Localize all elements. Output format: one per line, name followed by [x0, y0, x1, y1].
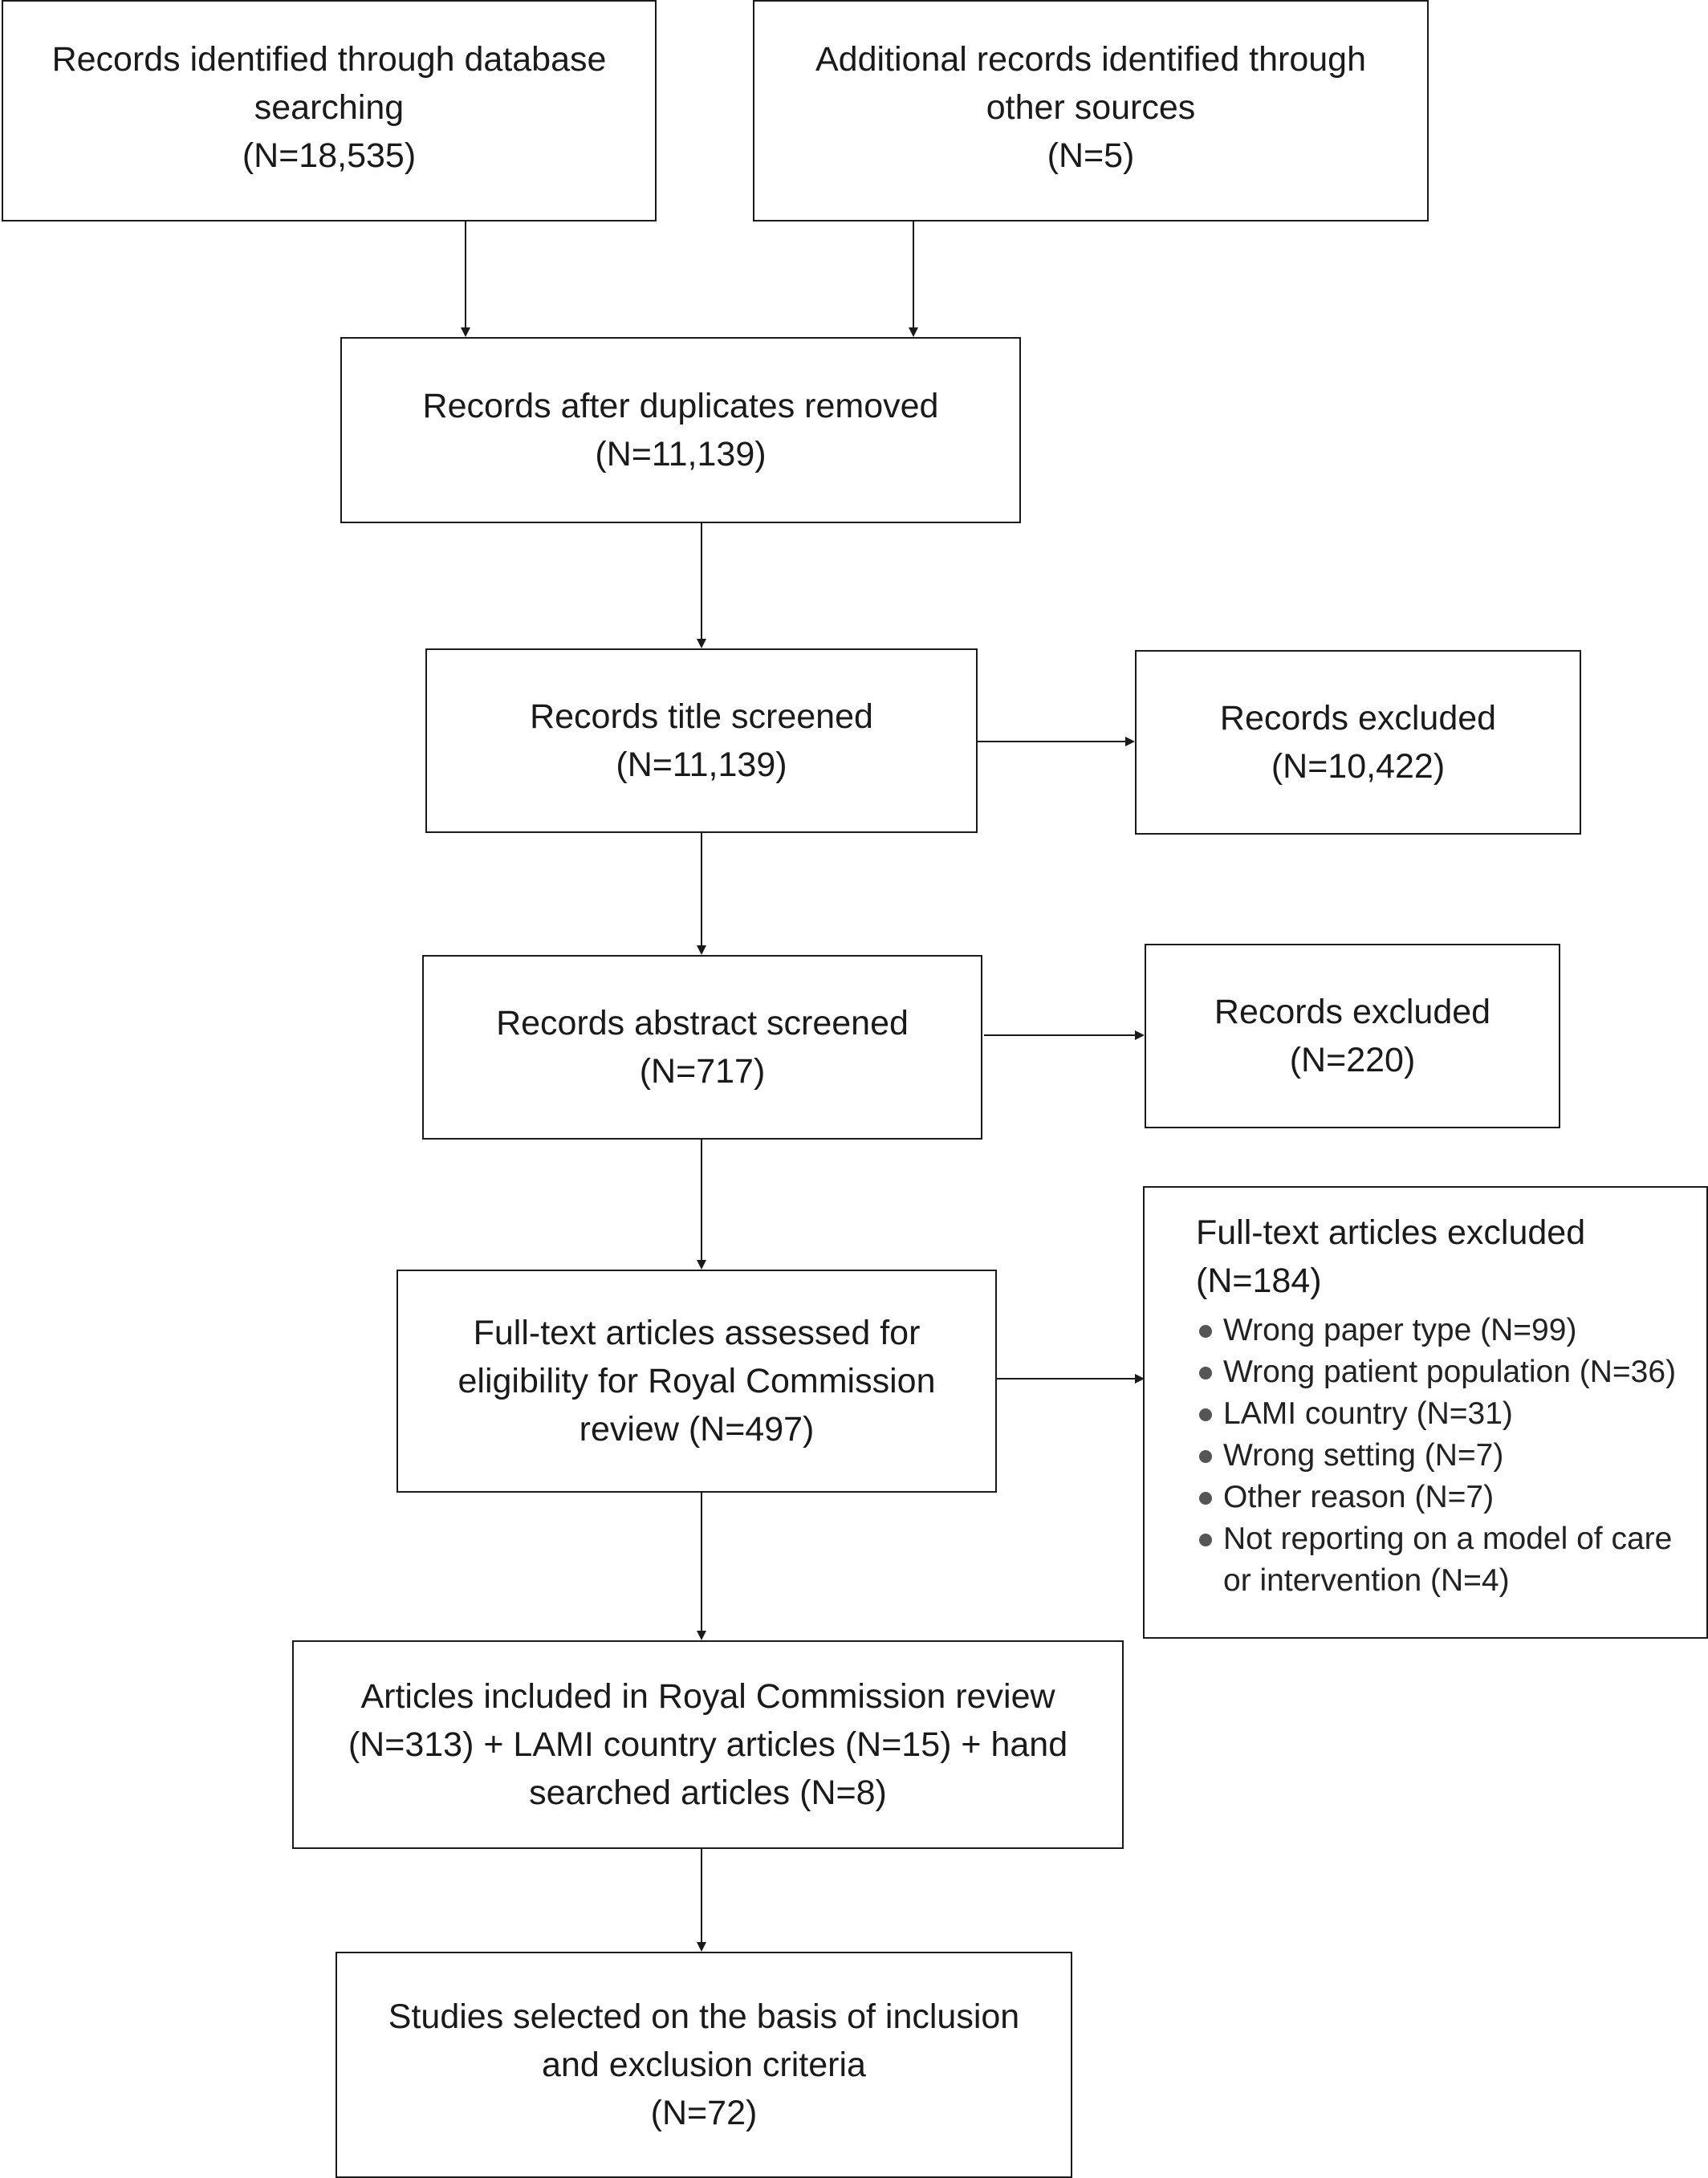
box-line: Studies selected on the basis of inclusi…	[388, 1997, 1020, 2036]
excluded-heading: Full-text articles excluded	[1196, 1213, 1586, 1252]
box-count: (N=18,535)	[242, 136, 417, 175]
bullet-icon	[1199, 1408, 1212, 1421]
box-line: Records title screened	[530, 697, 873, 736]
box-line: searched articles (N=8)	[529, 1774, 887, 1812]
reason-text: LAMI country (N=31)	[1223, 1396, 1513, 1431]
box-articles-included: Articles included in Royal Commission re…	[292, 1640, 1124, 1849]
box-line: Additional records identified through	[815, 40, 1367, 79]
box-count: (N=72)	[650, 2094, 758, 2132]
box-title-screened: Records title screened (N=11,139)	[425, 648, 978, 833]
bullet-icon	[1199, 1534, 1212, 1546]
list-item: LAMI country (N=31)	[1196, 1393, 1676, 1435]
box-line: Records after duplicates removed	[422, 387, 939, 425]
box-count: (N=11,139)	[595, 435, 767, 473]
box-count: (N=220)	[1289, 1041, 1416, 1079]
box-fulltext-assessed: Full-text articles assessed for eligibil…	[396, 1270, 997, 1493]
box-count: (N=10,422)	[1271, 747, 1446, 786]
box-abstract-screened: Records abstract screened (N=717)	[422, 955, 982, 1140]
box-count: (N=5)	[1047, 136, 1135, 175]
reason-text: Wrong paper type (N=99)	[1223, 1313, 1577, 1347]
box-line: Records abstract screened	[496, 1004, 909, 1042]
box-line: Articles included in Royal Commission re…	[360, 1677, 1055, 1716]
box-line: other sources	[986, 88, 1196, 127]
excluded-count: (N=184)	[1196, 1262, 1322, 1300]
box-line: (N=313) + LAMI country articles (N=15) +…	[348, 1725, 1068, 1764]
box-other-sources: Additional records identified through ot…	[753, 0, 1429, 221]
reason-text: Wrong patient population (N=36)	[1223, 1355, 1677, 1389]
box-line: Full-text articles assessed for	[473, 1314, 921, 1352]
box-count: (N=11,139)	[616, 746, 787, 784]
bullet-icon	[1199, 1492, 1212, 1505]
box-line: review (N=497)	[579, 1410, 815, 1449]
bullet-icon	[1199, 1325, 1212, 1338]
box-fulltext-excluded: Full-text articles excluded (N=184) Wron…	[1143, 1186, 1708, 1639]
bullet-icon	[1199, 1450, 1212, 1463]
list-item: Other reason (N=7)	[1196, 1477, 1676, 1518]
box-line: Records excluded	[1214, 993, 1491, 1031]
box-count: (N=717)	[639, 1052, 766, 1091]
reason-text: Other reason (N=7)	[1223, 1480, 1494, 1514]
box-line: and exclusion criteria	[542, 2046, 866, 2084]
exclusion-reasons-list: Wrong paper type (N=99) Wrong patient po…	[1196, 1310, 1676, 1602]
box-abstract-excluded: Records excluded (N=220)	[1145, 944, 1560, 1128]
box-line: Records identified through database	[51, 40, 607, 79]
box-line: eligibility for Royal Commission	[458, 1362, 936, 1400]
reason-text: Wrong setting (N=7)	[1223, 1438, 1504, 1473]
box-title-excluded: Records excluded (N=10,422)	[1135, 650, 1581, 835]
reason-text: Not reporting on a model of care	[1223, 1522, 1673, 1556]
list-item: Wrong paper type (N=99)	[1196, 1310, 1676, 1351]
box-database-records: Records identified through database sear…	[2, 0, 657, 221]
bullet-icon	[1199, 1367, 1212, 1380]
list-item: Wrong patient population (N=36)	[1196, 1351, 1676, 1393]
list-item: Not reporting on a model of care	[1196, 1518, 1676, 1560]
box-duplicates-removed: Records after duplicates removed (N=11,1…	[340, 337, 1021, 523]
box-studies-selected: Studies selected on the basis of inclusi…	[336, 1952, 1072, 2178]
reason-continuation: or intervention (N=4)	[1223, 1563, 1510, 1598]
list-item: Wrong setting (N=7)	[1196, 1435, 1676, 1477]
box-line: Records excluded	[1219, 699, 1497, 738]
box-line: searching	[254, 88, 405, 127]
